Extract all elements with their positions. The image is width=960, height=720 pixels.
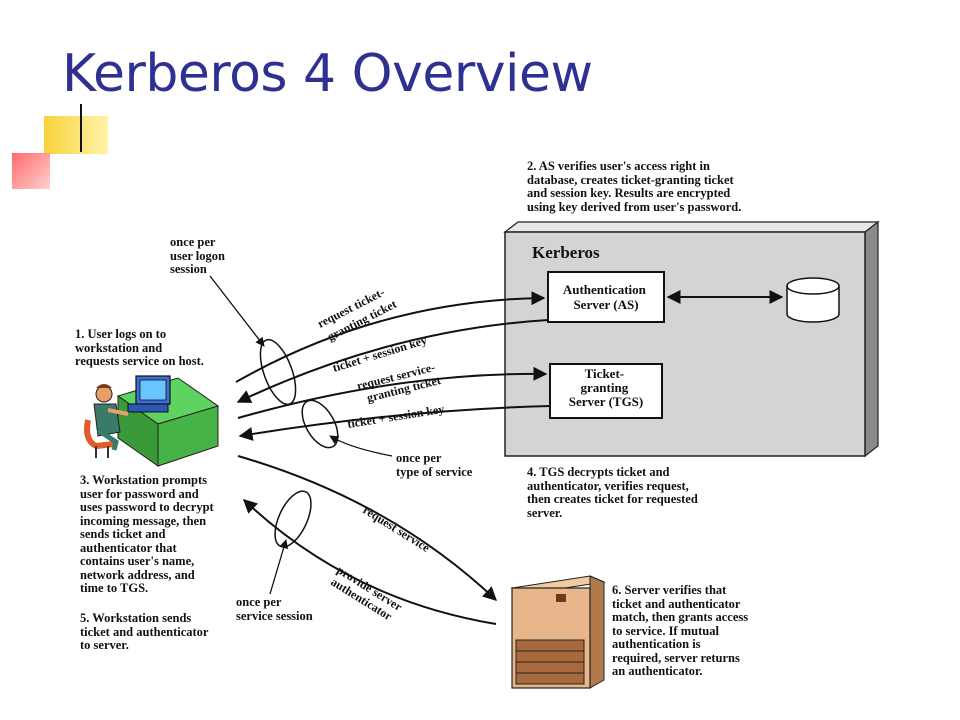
step-6-text: 6. Server verifies that ticket and authe… <box>612 583 749 678</box>
kerberos-realm-box: Kerberos <box>503 220 880 458</box>
note-per-type: once per type of service <box>396 451 473 479</box>
as-box-line-1: Authentication <box>563 282 647 297</box>
kerberos-label: Kerberos <box>532 243 600 262</box>
note-per-logon: once per user logon session <box>170 235 225 276</box>
tgs-box-line-1: Ticket- <box>585 366 624 381</box>
arrow-sgt-reply <box>238 405 551 441</box>
arrow-request-sgt <box>237 366 548 419</box>
pointer-session <box>269 539 289 595</box>
logon-session-ellipse <box>259 338 297 406</box>
tgs-box-line-3: Server (TGS) <box>569 394 644 409</box>
ticket-granting-server-box: Ticket- granting Server (TGS) <box>549 363 663 419</box>
title-accent-yellow <box>44 116 108 154</box>
step-5-text: 5. Workstation sends ticket and authenti… <box>80 611 209 652</box>
svg-text:Ticket- granting S: Ticket- granting Server (TGS) <box>569 366 644 409</box>
pointer-logon <box>209 275 265 347</box>
step-3-text: 3. Workstation prompts user for password… <box>80 473 214 595</box>
svg-text:Authentication Server (A: Authentication Server (AS) <box>563 282 649 312</box>
arrow-request-tgt <box>235 291 546 383</box>
step-4-text: 4. TGS decrypts ticket and authenticator… <box>527 465 698 520</box>
arrow-tgt-reply <box>236 319 549 403</box>
service-session-ellipse <box>274 490 312 548</box>
step-2-text: 2. AS verifies user's access right in da… <box>527 159 742 214</box>
as-box-line-2: Server (AS) <box>573 297 638 312</box>
arrow-provide-authenticator <box>242 499 497 625</box>
tgs-box-line-2: granting <box>581 380 629 395</box>
title-accent-line <box>80 104 82 152</box>
slide-title: Kerberos 4 Overview <box>62 44 593 104</box>
authentication-server-box: Authentication Server (AS) <box>547 271 665 323</box>
step-1-text: 1. User logs on to workstation and reque… <box>75 327 204 368</box>
label-ticket-key-2: ticket + session key <box>346 402 445 431</box>
arrow-request-service <box>237 455 498 601</box>
note-per-session: once per service session <box>236 595 313 623</box>
workstation-user-icon <box>84 375 220 467</box>
server-icon <box>510 575 606 689</box>
label-request-service: request service <box>360 503 433 556</box>
database-icon <box>786 277 840 323</box>
pointer-type <box>329 435 393 457</box>
service-type-ellipse <box>301 399 339 449</box>
title-accent-red <box>12 153 50 189</box>
